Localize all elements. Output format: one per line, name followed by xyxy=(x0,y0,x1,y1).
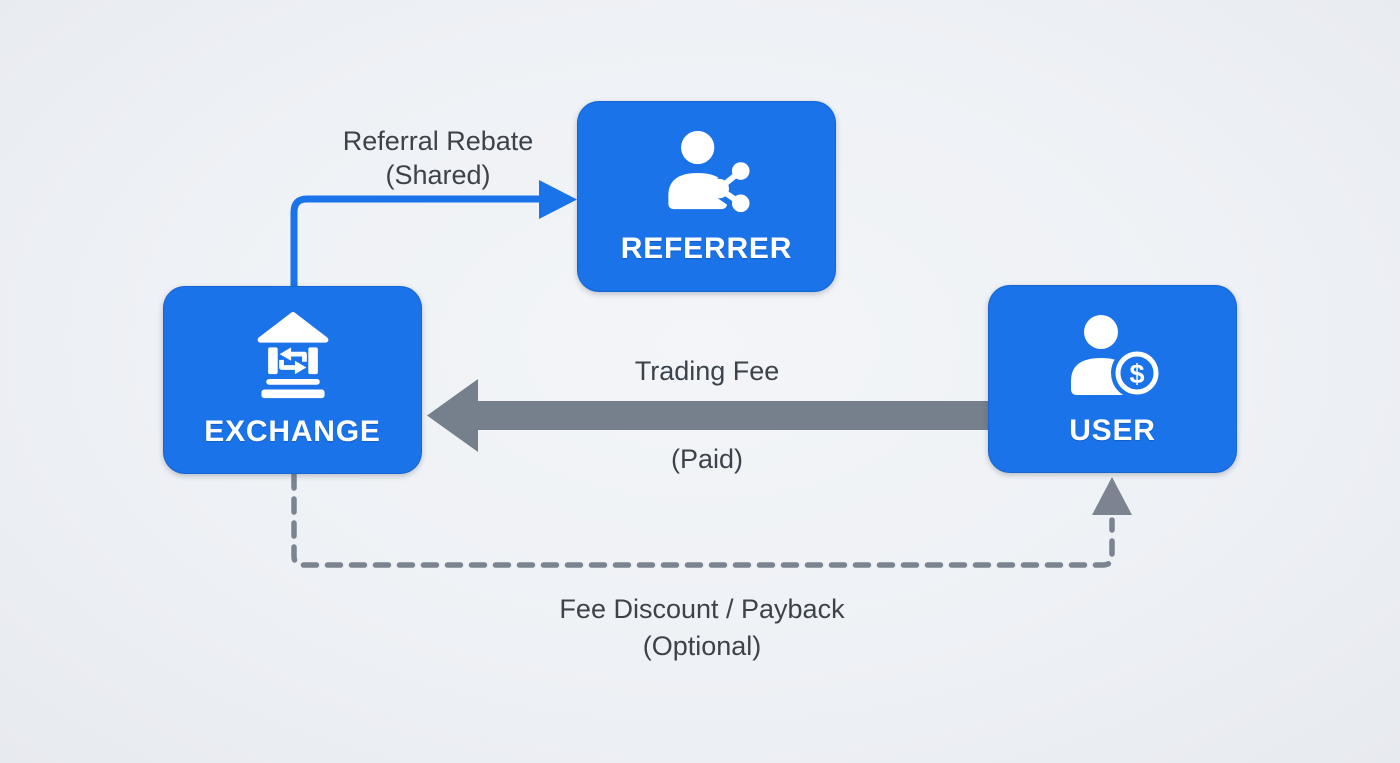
edge-label-line: (Optional) xyxy=(642,631,762,661)
edge-label-paid: (Paid) xyxy=(671,442,743,476)
arrowhead-right-icon xyxy=(539,180,577,219)
arrowhead-up-icon xyxy=(1092,477,1132,515)
edge-label-line: (Shared) xyxy=(385,160,491,190)
edge-label-line: Fee Discount / Payback xyxy=(559,594,845,624)
node-exchange: EXCHANGE xyxy=(163,286,422,474)
dollar-glyph: $ xyxy=(1129,359,1144,389)
person-share-icon xyxy=(658,127,755,222)
arrowhead-left-icon xyxy=(427,379,478,452)
node-user-label: USER xyxy=(1069,413,1156,447)
node-referrer: REFERRER xyxy=(577,101,836,292)
edge-label-line: Referral Rebate xyxy=(342,126,534,156)
edge-fee-discount-arrow xyxy=(291,472,1132,568)
node-user: $ USER xyxy=(988,285,1237,473)
edge-label-referral-rebate: Referral Rebate (Shared) xyxy=(343,124,534,192)
edge-label-trading-fee: Trading Fee xyxy=(635,354,780,388)
node-referrer-label: REFERRER xyxy=(620,232,793,265)
node-exchange-label: EXCHANGE xyxy=(204,414,381,448)
edge-referral-rebate-arrow xyxy=(290,180,577,288)
bank-exchange-icon xyxy=(253,311,333,405)
person-dollar-icon: $ xyxy=(1063,311,1163,404)
edge-label-line: Trading Fee xyxy=(634,356,780,386)
edge-label-fee-discount: Fee Discount / Payback (Optional) xyxy=(559,591,844,665)
edge-label-line: (Paid) xyxy=(670,444,744,474)
